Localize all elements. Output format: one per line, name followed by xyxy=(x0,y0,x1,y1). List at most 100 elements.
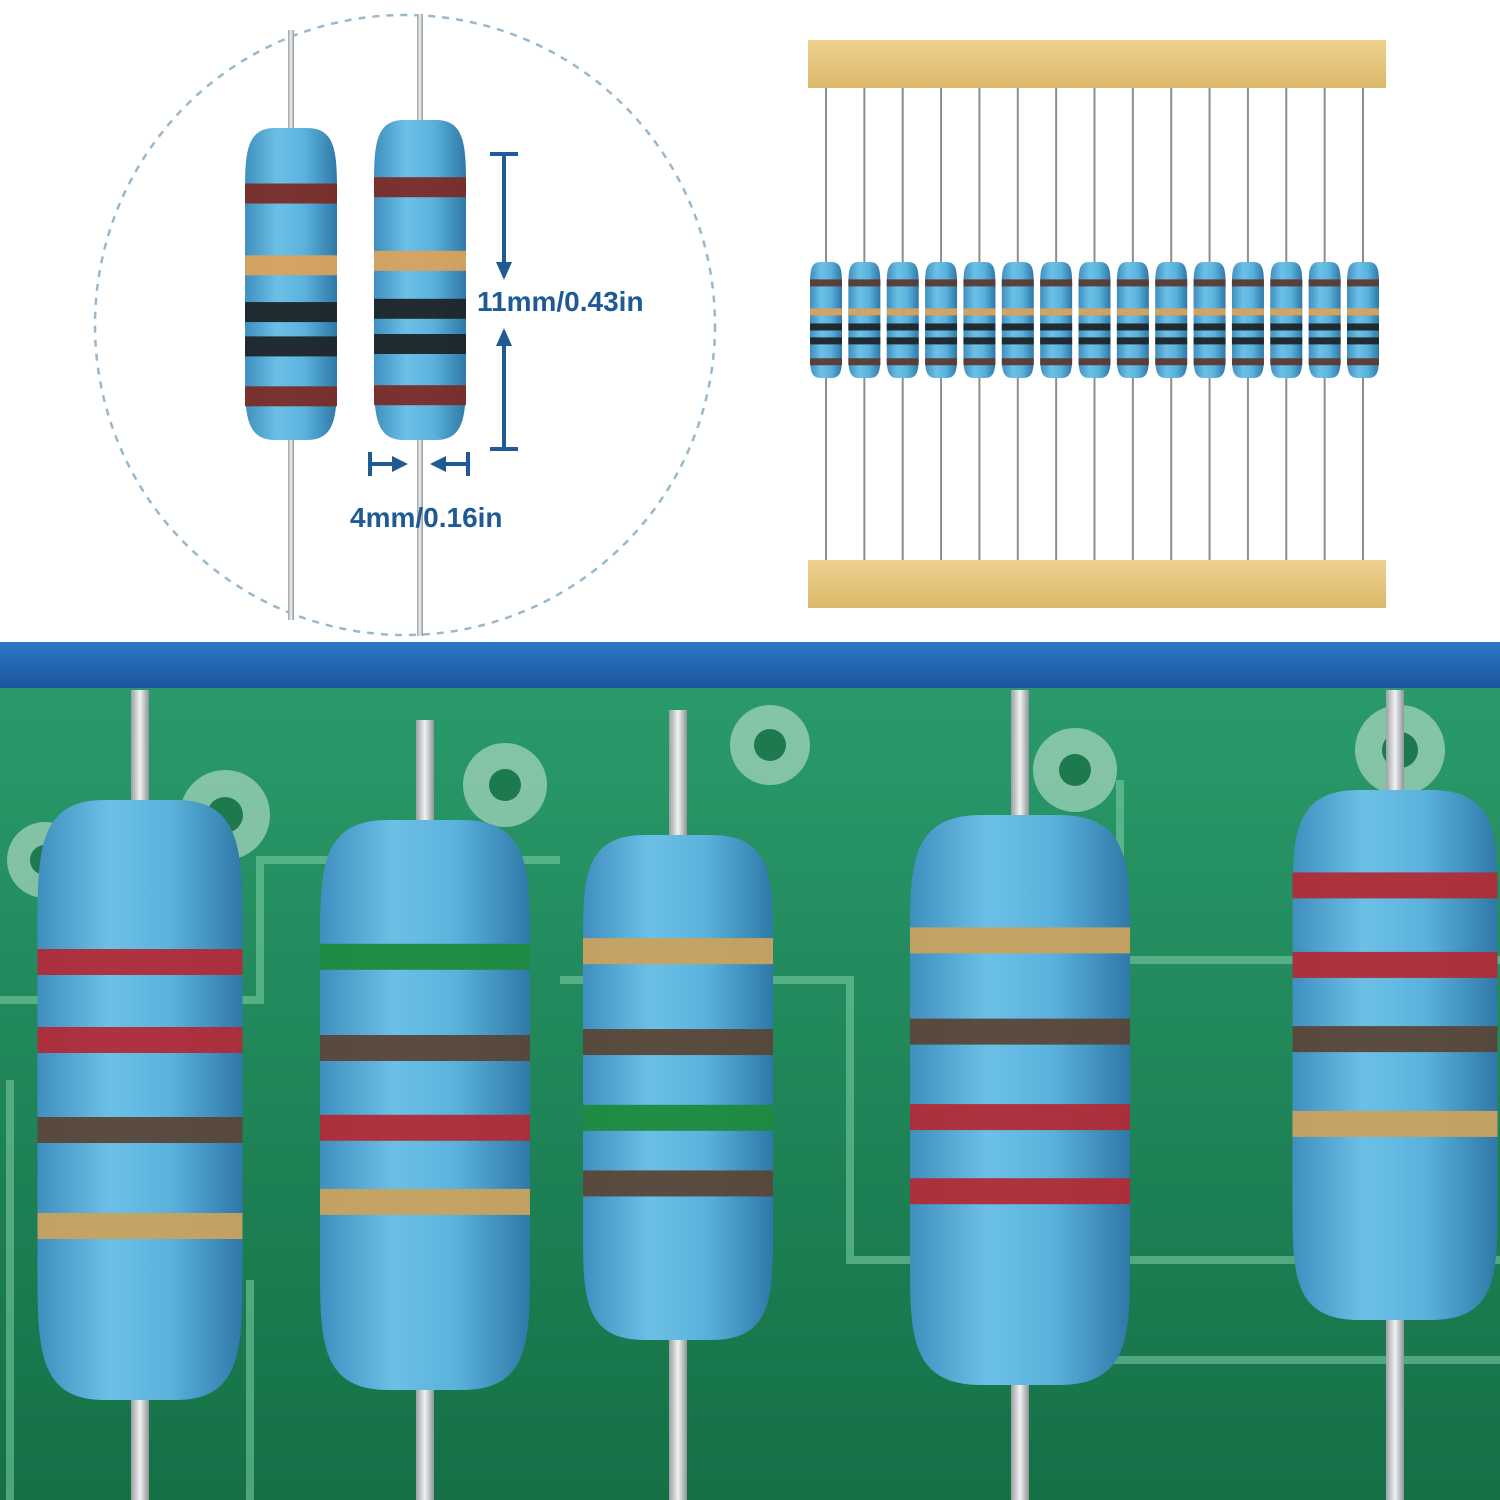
resistor xyxy=(910,815,1130,1385)
color-band xyxy=(848,279,881,287)
width-label: 4mm/0.16in xyxy=(350,502,503,533)
color-band xyxy=(1040,323,1073,331)
color-band xyxy=(1193,279,1226,287)
resistor xyxy=(1231,262,1264,378)
lead xyxy=(131,690,149,820)
color-band xyxy=(320,943,530,970)
resistor xyxy=(1193,262,1226,378)
color-band xyxy=(1193,323,1226,331)
resistor xyxy=(37,800,243,1400)
resistor-body xyxy=(925,262,958,378)
resistor-body xyxy=(1001,262,1034,378)
color-band xyxy=(1040,337,1073,345)
resistor xyxy=(1292,790,1498,1320)
color-band xyxy=(810,337,842,345)
lead xyxy=(669,710,687,855)
resistor xyxy=(245,128,337,440)
lead xyxy=(1011,690,1029,835)
color-band xyxy=(1292,1026,1498,1053)
color-band xyxy=(848,337,881,345)
color-band xyxy=(1292,951,1498,978)
color-band xyxy=(810,323,842,331)
color-band xyxy=(1001,308,1034,316)
detail-resistors xyxy=(245,120,466,440)
resistor-body xyxy=(910,815,1130,1385)
color-band xyxy=(1116,308,1149,316)
resistor-body xyxy=(1040,262,1073,378)
color-band xyxy=(1308,279,1341,287)
color-band xyxy=(1078,337,1111,345)
color-band xyxy=(374,334,466,354)
resistor-body xyxy=(810,262,842,378)
resistor-strip xyxy=(808,40,1386,608)
lead xyxy=(417,14,423,132)
blue-banner xyxy=(0,642,1500,688)
color-band xyxy=(1001,358,1034,366)
color-band xyxy=(963,337,996,345)
resistor xyxy=(1155,262,1188,378)
lead xyxy=(288,30,294,140)
resistor xyxy=(320,820,530,1390)
color-band xyxy=(374,250,466,271)
color-band xyxy=(1347,279,1379,287)
color-band xyxy=(1001,337,1034,345)
color-band xyxy=(1270,358,1303,366)
resistor-body xyxy=(1155,262,1188,378)
color-band xyxy=(910,1018,1130,1045)
color-band xyxy=(1292,872,1498,899)
resistor-body xyxy=(1308,262,1341,378)
color-band xyxy=(1001,323,1034,331)
color-band xyxy=(1078,279,1111,287)
color-band xyxy=(910,927,1130,954)
color-band xyxy=(1347,308,1379,316)
color-band xyxy=(1270,279,1303,287)
color-band xyxy=(1040,308,1073,316)
resistor-body xyxy=(1292,790,1498,1320)
resistor-body xyxy=(374,120,466,440)
color-band xyxy=(1040,358,1073,366)
lead xyxy=(1386,690,1404,810)
color-band xyxy=(1116,323,1149,331)
color-band xyxy=(1155,337,1188,345)
lead xyxy=(417,440,423,636)
color-band xyxy=(374,385,466,406)
color-band xyxy=(1078,308,1111,316)
color-band xyxy=(1231,308,1264,316)
color-band xyxy=(810,279,842,287)
resistor-body xyxy=(320,820,530,1390)
color-band xyxy=(1231,358,1264,366)
color-band xyxy=(1308,308,1341,316)
lead xyxy=(1011,1365,1029,1500)
color-band xyxy=(245,386,337,407)
color-band xyxy=(37,949,243,975)
color-band xyxy=(1270,337,1303,345)
tape-top xyxy=(808,40,1386,88)
color-band xyxy=(583,938,773,965)
resistor-body xyxy=(1078,262,1111,378)
color-band xyxy=(910,1104,1130,1131)
color-band xyxy=(848,323,881,331)
color-band xyxy=(1040,279,1073,287)
resistor-body xyxy=(1270,262,1303,378)
color-band xyxy=(848,358,881,366)
color-band xyxy=(910,1178,1130,1205)
resistor xyxy=(374,120,466,440)
color-band xyxy=(37,1117,243,1143)
color-band xyxy=(963,279,996,287)
resistor xyxy=(848,262,881,378)
color-band xyxy=(37,1213,243,1239)
color-band xyxy=(810,308,842,316)
color-band xyxy=(1231,279,1264,287)
color-band xyxy=(886,337,919,345)
resistor-body xyxy=(1231,262,1264,378)
length-label: 11mm/0.43in xyxy=(477,286,644,317)
color-band xyxy=(245,336,337,357)
color-band xyxy=(1347,358,1379,366)
detail-circle-outline xyxy=(93,13,717,637)
resistor xyxy=(583,835,773,1340)
color-band xyxy=(886,308,919,316)
resistor-body xyxy=(886,262,919,378)
length-dimension xyxy=(490,152,518,451)
resistor xyxy=(810,262,842,378)
